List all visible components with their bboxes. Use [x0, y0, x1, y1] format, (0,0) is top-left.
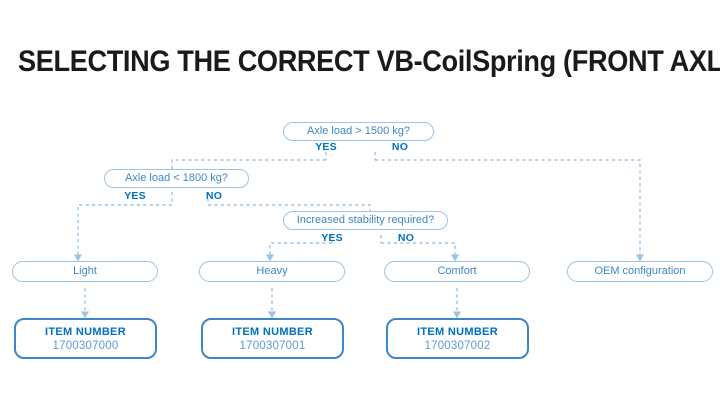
item-number-heading: ITEM NUMBER	[45, 325, 126, 338]
item-number-box-comfort[interactable]: ITEM NUMBER 1700307002	[386, 318, 529, 359]
edge-d3-no	[381, 242, 460, 262]
edge-d2-yes	[73, 204, 172, 262]
edge-d1-no	[375, 159, 645, 262]
item-number-value: 1700307000	[52, 339, 119, 352]
edge-d2-no	[208, 204, 371, 211]
decision-node-axle-load-1500[interactable]: Axle load > 1500 kg?	[283, 122, 434, 141]
branch-label-d1-no: NO	[391, 141, 409, 153]
branch-label-d1-yes: YES	[315, 141, 337, 153]
item-number-box-light[interactable]: ITEM NUMBER 1700307000	[14, 318, 157, 359]
item-number-value: 1700307002	[424, 339, 491, 352]
item-number-box-heavy[interactable]: ITEM NUMBER 1700307001	[201, 318, 344, 359]
decision-node-increased-stability[interactable]: Increased stability required?	[283, 211, 448, 230]
result-node-comfort[interactable]: Comfort	[384, 261, 530, 282]
item-number-heading: ITEM NUMBER	[232, 325, 313, 338]
result-node-oem-configuration[interactable]: OEM configuration	[567, 261, 713, 282]
item-number-heading: ITEM NUMBER	[417, 325, 498, 338]
decision-node-axle-load-1800[interactable]: Axle load < 1800 kg?	[104, 169, 249, 188]
branch-label-d3-yes: YES	[321, 232, 343, 244]
edge-d1-yes	[171, 159, 326, 169]
result-node-light[interactable]: Light	[12, 261, 158, 282]
branch-label-d2-no: NO	[205, 190, 223, 202]
branch-label-d3-no: NO	[397, 232, 415, 244]
branch-label-d2-yes: YES	[124, 190, 146, 202]
item-number-value: 1700307001	[239, 339, 306, 352]
result-node-heavy[interactable]: Heavy	[199, 261, 345, 282]
edge-d3-yes	[265, 242, 332, 262]
page-title: SELECTING THE CORRECT VB-CoilSpring (FRO…	[18, 45, 720, 78]
